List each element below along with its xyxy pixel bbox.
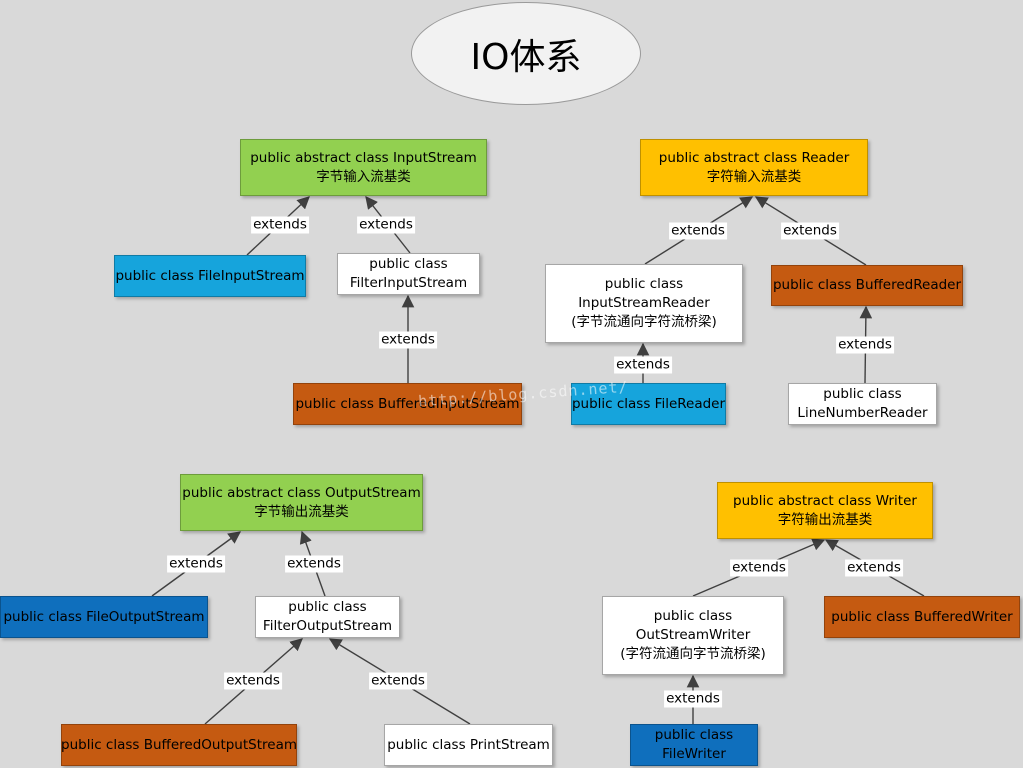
node-input-stream-reader-line1: public class xyxy=(604,276,684,292)
node-buffered-reader-line1: public class BufferedReader xyxy=(772,277,962,293)
edge-label-file-writer: extends xyxy=(664,690,722,708)
node-filter-output-stream-line2: FilterOutputStream xyxy=(262,618,393,634)
node-output-stream: public abstract class OutputStream 字节输出流… xyxy=(180,474,423,531)
edge-label-buffered-input-stream: extends xyxy=(379,331,437,349)
node-filter-output-stream-line1: public class xyxy=(288,599,367,615)
node-filter-input-stream-line2: FilterInputStream xyxy=(349,275,468,291)
node-out-stream-writer: public class OutStreamWriter (字符流通向字节流桥梁… xyxy=(602,596,784,675)
node-file-output-stream: public class FileOutputStream xyxy=(0,596,208,638)
node-out-stream-writer-line2: OutStreamWriter xyxy=(635,627,751,643)
node-filter-output-stream: public class FilterOutputStream xyxy=(255,596,400,638)
node-writer-line1: public abstract class Writer xyxy=(733,492,917,509)
node-input-stream-line2: 字节输入流基类 xyxy=(316,168,411,185)
edge-label-file-reader: extends xyxy=(614,356,672,374)
node-file-input-stream: public class FileInputStream xyxy=(114,255,306,297)
node-file-reader: public class FileReader xyxy=(571,383,726,425)
edge-label-input-stream-reader: extends xyxy=(669,222,727,240)
node-reader-line2: 字符输入流基类 xyxy=(706,168,802,185)
edge-label-filter-output-stream: extends xyxy=(285,555,343,573)
edge-label-out-stream-writer: extends xyxy=(730,559,788,577)
node-filter-input-stream-line1: public class xyxy=(369,256,448,272)
node-file-output-stream-line1: public class FileOutputStream xyxy=(3,608,205,625)
node-out-stream-writer-line1: public class xyxy=(653,608,733,624)
node-writer-line2: 字符输出流基类 xyxy=(777,511,873,528)
node-output-stream-line1: public abstract class OutputStream xyxy=(182,484,421,501)
node-reader-line1: public abstract class Reader xyxy=(658,149,850,166)
node-out-stream-writer-line3: (字符流通向字节流桥梁) xyxy=(620,646,766,662)
node-filter-input-stream: public class FilterInputStream xyxy=(337,253,480,295)
node-buffered-reader: public class BufferedReader xyxy=(771,265,963,306)
node-input-stream-line1: public abstract class InputStream xyxy=(250,149,477,166)
node-input-stream-reader: public class InputStreamReader (字节流通向字符流… xyxy=(545,264,743,343)
node-file-writer-line1: public class xyxy=(654,727,734,743)
node-line-number-reader-line1: public class xyxy=(823,386,902,402)
node-file-writer-line2: FileWriter xyxy=(662,746,726,762)
node-file-input-stream-line1: public class FileInputStream xyxy=(115,267,305,284)
node-buffered-output-stream: public class BufferedOutputStream xyxy=(61,724,297,766)
node-input-stream-reader-line3: (字节流通向字符流桥梁) xyxy=(571,314,717,330)
edge-label-file-output-stream: extends xyxy=(167,555,225,573)
edge-label-buffered-reader: extends xyxy=(781,222,839,240)
node-file-reader-line1: public class FileReader xyxy=(571,395,726,412)
edge-label-filter-input-stream: extends xyxy=(357,216,415,234)
node-input-stream-reader-line2: InputStreamReader xyxy=(578,295,710,311)
edge-label-print-stream: extends xyxy=(369,672,427,690)
edge-label-line-number-reader: extends xyxy=(836,336,894,354)
node-line-number-reader: public class LineNumberReader xyxy=(788,383,937,425)
node-output-stream-line2: 字节输出流基类 xyxy=(254,503,349,520)
node-print-stream: public class PrintStream xyxy=(384,724,553,766)
edge-label-file-input-stream: extends xyxy=(251,216,309,234)
node-buffered-output-stream-line1: public class BufferedOutputStream xyxy=(61,736,298,753)
edge-label-buffered-output-stream: extends xyxy=(224,672,282,690)
diagram-title: IO体系 xyxy=(411,2,641,105)
node-line-number-reader-line2: LineNumberReader xyxy=(797,405,928,421)
node-buffered-input-stream-line1: public class BufferedInputStream xyxy=(295,395,520,412)
edge-label-buffered-writer: extends xyxy=(845,559,903,577)
node-reader: public abstract class Reader 字符输入流基类 xyxy=(640,139,868,196)
node-buffered-writer-line1: public class BufferedWriter xyxy=(831,608,1013,625)
node-writer: public abstract class Writer 字符输出流基类 xyxy=(717,482,933,539)
node-buffered-input-stream: public class BufferedInputStream xyxy=(293,383,522,425)
node-file-writer: public class FileWriter xyxy=(630,724,758,766)
node-input-stream: public abstract class InputStream 字节输入流基… xyxy=(240,139,487,196)
node-print-stream-line1: public class PrintStream xyxy=(387,736,550,753)
node-buffered-writer: public class BufferedWriter xyxy=(824,596,1020,638)
